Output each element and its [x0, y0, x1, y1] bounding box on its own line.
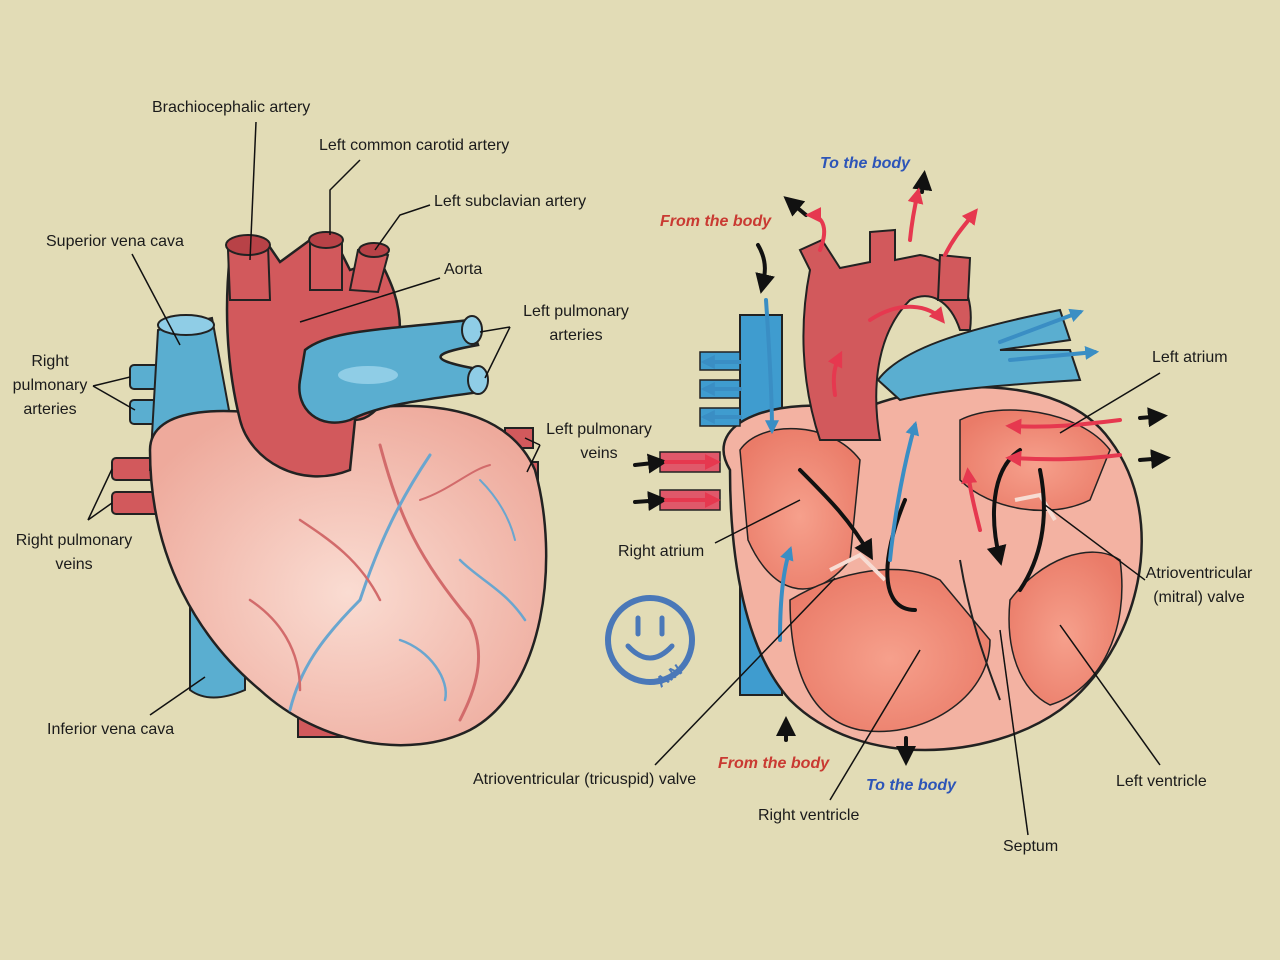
label-right-pulmonary-veins-line2: veins — [55, 556, 93, 573]
flow-to-the-body-top: To the body — [820, 155, 911, 172]
label-left-pulmonary-arteries-line1: Left pulmonary — [523, 303, 629, 320]
label-right-pulmonary-veins-line1: Right pulmonary — [15, 532, 133, 549]
internal-heart — [633, 170, 1171, 766]
label-right-pulmonary-arteries: Right pulmonary arteries — [0, 350, 100, 422]
smiley-logo-icon — [605, 595, 695, 685]
label-right-pulmonary-arteries-line3: arteries — [23, 401, 77, 418]
label-mitral-valve: Atrioventricular (mitral) valve — [1132, 562, 1266, 610]
label-inferior-vena-cava: Inferior vena cava — [47, 721, 175, 738]
label-brachiocephalic-artery: Brachiocephalic artery — [152, 99, 311, 116]
label-tricuspid-valve: Atrioventricular (tricuspid) valve — [473, 771, 697, 788]
label-left-pulmonary-veins-line2: veins — [580, 445, 618, 462]
label-right-pulmonary-veins: Right pulmonary veins — [4, 529, 144, 577]
label-left-common-carotid-artery: Left common carotid artery — [319, 137, 510, 154]
label-right-ventricle: Right ventricle — [758, 807, 860, 824]
label-left-pulmonary-arteries: Left pulmonary arteries — [508, 300, 644, 348]
label-mitral-valve-line1: Atrioventricular — [1145, 565, 1253, 582]
label-right-pulmonary-arteries-line1: Right — [31, 353, 69, 370]
label-septum: Septum — [1003, 838, 1059, 855]
label-left-subclavian-artery: Left subclavian artery — [434, 193, 587, 210]
flow-from-the-body-bottom: From the body — [718, 755, 830, 772]
label-left-pulmonary-veins: Left pulmonary veins — [532, 418, 666, 466]
label-right-pulmonary-arteries-line2: pulmonary — [12, 377, 88, 394]
label-mitral-valve-line2: (mitral) valve — [1153, 589, 1245, 606]
label-superior-vena-cava: Superior vena cava — [46, 233, 184, 250]
label-left-ventricle: Left ventricle — [1116, 773, 1207, 790]
leader-lines — [87, 121, 1161, 836]
label-right-atrium: Right atrium — [618, 543, 705, 560]
label-left-pulmonary-veins-line1: Left pulmonary — [546, 421, 652, 438]
flow-to-the-body-bottom: To the body — [866, 777, 957, 794]
label-left-atrium: Left atrium — [1152, 349, 1228, 366]
flow-from-the-body-top: From the body — [660, 213, 772, 230]
external-heart — [111, 231, 548, 747]
label-left-pulmonary-arteries-line2: arteries — [549, 327, 603, 344]
label-aorta: Aorta — [444, 261, 483, 278]
